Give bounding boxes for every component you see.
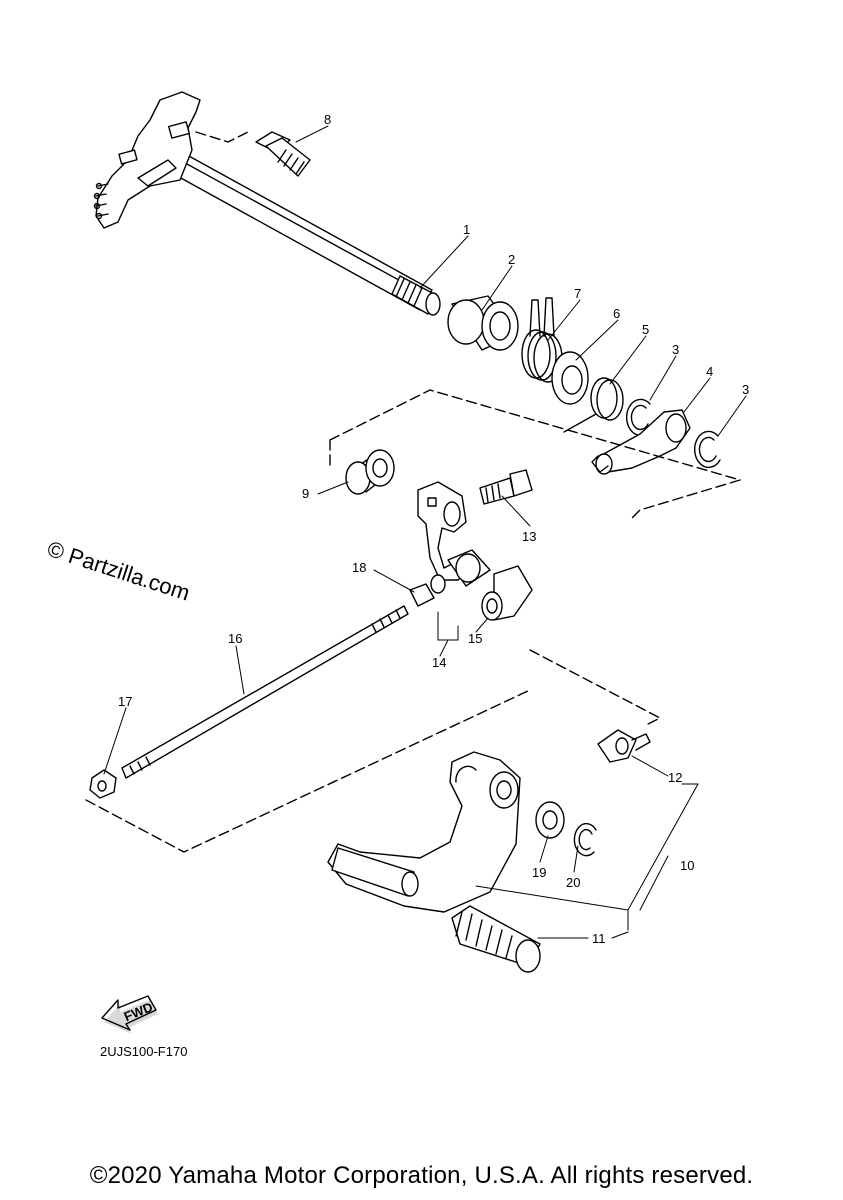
shift-shaft-part xyxy=(93,91,441,316)
callout-13: 13 xyxy=(522,529,536,544)
circlip-20-part xyxy=(573,822,597,857)
stopper-lever-part xyxy=(591,409,691,475)
rod-end-part xyxy=(597,729,651,763)
bolt-13-part xyxy=(479,469,533,505)
callout-15: 15 xyxy=(468,631,482,646)
spring-5-part xyxy=(563,377,624,433)
callout-20: 20 xyxy=(566,875,580,890)
stud-bolt-part xyxy=(255,131,311,177)
shift-arm-part xyxy=(417,481,491,587)
callout-14: 14 xyxy=(432,655,446,670)
callout-6: 6 xyxy=(613,306,620,321)
callout-12: 12 xyxy=(668,770,682,785)
callout-16: 16 xyxy=(228,631,242,646)
fwd-arrow-icon xyxy=(101,995,158,1034)
callout-8: 8 xyxy=(324,112,331,127)
nut-18-part xyxy=(409,574,446,607)
nut-17-part xyxy=(89,769,117,799)
collar-part xyxy=(447,295,519,351)
callout-2: 2 xyxy=(508,252,515,267)
callout-19: 19 xyxy=(532,865,546,880)
torsion-spring-part xyxy=(521,297,563,383)
leader-lines xyxy=(103,125,747,939)
callout-18: 18 xyxy=(352,560,366,575)
callout-5: 5 xyxy=(642,322,649,337)
shift-rod-part xyxy=(121,605,409,779)
bearing-part xyxy=(345,449,395,495)
callout-3a: 3 xyxy=(672,342,679,357)
diagram-code: 2UJS100-F170 xyxy=(100,1044,188,1059)
callout-10: 10 xyxy=(680,858,694,873)
boot-cover-part xyxy=(481,565,533,621)
callout-1: 1 xyxy=(463,222,470,237)
shift-pedal-part xyxy=(327,751,521,913)
washer-19-part xyxy=(535,801,565,839)
washer-6-part xyxy=(551,351,589,405)
circlip-3b-part xyxy=(693,430,721,469)
pedal-rubber-part xyxy=(451,905,541,973)
callout-4: 4 xyxy=(706,364,713,379)
copyright-notice: ©2020 Yamaha Motor Corporation, U.S.A. A… xyxy=(89,1162,754,1189)
callout-7: 7 xyxy=(574,286,581,301)
callout-17: 17 xyxy=(118,694,132,709)
callout-9: 9 xyxy=(302,486,309,501)
callout-3b: 3 xyxy=(742,382,749,397)
callout-11: 11 xyxy=(592,931,606,946)
